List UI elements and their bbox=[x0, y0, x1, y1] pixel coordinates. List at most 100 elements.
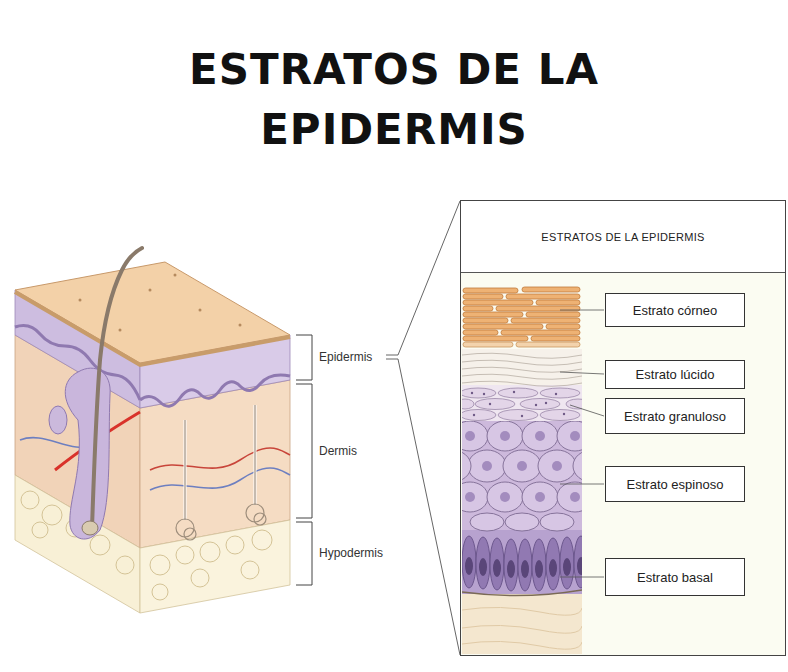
zoom-line bbox=[386, 359, 398, 360]
epidermis-section bbox=[563, 558, 571, 576]
epidermis-section bbox=[465, 557, 582, 578]
epidermis-section bbox=[462, 381, 582, 386]
skin-block bbox=[254, 405, 257, 505]
zoom-line bbox=[386, 355, 398, 356]
epidermis-section bbox=[463, 312, 523, 317]
epidermis-section bbox=[471, 391, 565, 417]
skin-block bbox=[185, 405, 255, 520]
skin-block bbox=[150, 448, 290, 470]
skin-block bbox=[92, 248, 142, 528]
panel-ground bbox=[460, 200, 786, 656]
epidermis-section bbox=[570, 492, 580, 502]
layer-name: Estrato granuloso bbox=[624, 409, 726, 424]
skin-block bbox=[15, 262, 290, 363]
skin-block bbox=[241, 561, 259, 579]
epidermis-section bbox=[463, 342, 580, 347]
skin-block bbox=[239, 324, 242, 327]
epidermis-section bbox=[498, 388, 538, 398]
epidermis-section bbox=[513, 391, 515, 393]
layer-bracket bbox=[296, 384, 312, 518]
epidermis-section bbox=[555, 393, 557, 395]
epidermis-section bbox=[507, 560, 515, 578]
epidermis-section bbox=[475, 399, 515, 410]
skin-block bbox=[140, 520, 290, 613]
epidermis-section bbox=[482, 461, 492, 471]
skin-block bbox=[149, 289, 152, 292]
layer-label: Epidermis bbox=[316, 349, 375, 365]
epidermis-section bbox=[463, 324, 543, 329]
skin-block bbox=[184, 420, 187, 520]
epidermis-section bbox=[462, 592, 582, 654]
epidermis-section bbox=[521, 415, 523, 417]
epidermis-section bbox=[463, 306, 493, 311]
epidermis-section bbox=[462, 421, 488, 451]
leader-line bbox=[560, 310, 604, 311]
epidermis-section bbox=[462, 536, 582, 591]
epidermis-section bbox=[535, 560, 543, 578]
epidermis-section bbox=[463, 288, 518, 293]
epidermis-section bbox=[566, 399, 582, 409]
epidermis-section bbox=[489, 403, 491, 405]
epidermis-section bbox=[462, 528, 582, 594]
layer-label-box: Estrato córneo bbox=[605, 293, 745, 327]
epidermis-section bbox=[549, 559, 557, 577]
page-title: ESTRATOS DE LA EPIDERMIS bbox=[134, 40, 654, 160]
epidermis-section bbox=[526, 312, 580, 317]
panel-heading: ESTRATOS DE LA EPIDERMIS bbox=[461, 201, 785, 273]
epidermis-section bbox=[462, 374, 582, 379]
epidermis-section bbox=[557, 482, 582, 512]
epidermis-section bbox=[462, 421, 582, 531]
epidermis-section bbox=[538, 450, 576, 482]
epidermis-section bbox=[465, 557, 473, 575]
epidermis-section bbox=[545, 402, 547, 404]
epidermis-section bbox=[479, 558, 487, 576]
epidermis-section bbox=[552, 461, 562, 471]
skin-block bbox=[42, 505, 62, 525]
epidermis-section bbox=[500, 431, 510, 441]
epidermis-section bbox=[471, 392, 473, 394]
epidermis-section bbox=[498, 410, 538, 421]
epidermis-section bbox=[518, 539, 532, 591]
epidermis-section bbox=[462, 287, 582, 654]
epidermis-section bbox=[483, 393, 485, 395]
epidermis-section bbox=[522, 421, 558, 451]
layer-label-box: Estrato lúcido bbox=[605, 360, 745, 389]
leader-line bbox=[570, 405, 604, 416]
skin-block bbox=[191, 569, 209, 587]
epidermis-section bbox=[462, 353, 582, 386]
skin-block bbox=[184, 528, 196, 540]
epidermis-section bbox=[546, 324, 580, 329]
skin-block bbox=[90, 535, 110, 555]
epidermis-section bbox=[516, 342, 580, 347]
epidermis-section bbox=[535, 492, 545, 502]
skin-block bbox=[79, 299, 82, 302]
epidermis-section bbox=[500, 492, 510, 502]
epidermis-section bbox=[536, 300, 580, 305]
leader-line bbox=[560, 484, 604, 485]
epidermis-section bbox=[506, 294, 580, 299]
skin-block bbox=[184, 420, 185, 520]
skin-block bbox=[82, 521, 98, 535]
epidermis-section bbox=[476, 537, 490, 589]
skin-block bbox=[32, 522, 48, 538]
epidermis-section bbox=[462, 607, 582, 615]
epidermis-section bbox=[540, 513, 574, 531]
epidermis-section bbox=[540, 410, 580, 421]
epidermis-section bbox=[465, 431, 475, 441]
epidermis-section bbox=[462, 590, 582, 596]
leader-line bbox=[560, 577, 604, 578]
skin-block bbox=[49, 406, 67, 434]
skin-block bbox=[116, 556, 134, 574]
epidermis-section bbox=[490, 538, 504, 590]
epidermis-section bbox=[462, 607, 582, 649]
epidermis-section bbox=[462, 388, 496, 398]
skin-block bbox=[15, 292, 290, 365]
epidermis-section bbox=[463, 294, 503, 299]
zoom-line bbox=[386, 201, 460, 655]
skin-block bbox=[150, 555, 170, 575]
layer-name: Estrato córneo bbox=[633, 303, 718, 318]
epidermis-section bbox=[517, 461, 527, 471]
layer-label-box: Estrato basal bbox=[605, 558, 745, 596]
panel-ground bbox=[460, 200, 786, 272]
epidermis-section bbox=[462, 482, 488, 512]
